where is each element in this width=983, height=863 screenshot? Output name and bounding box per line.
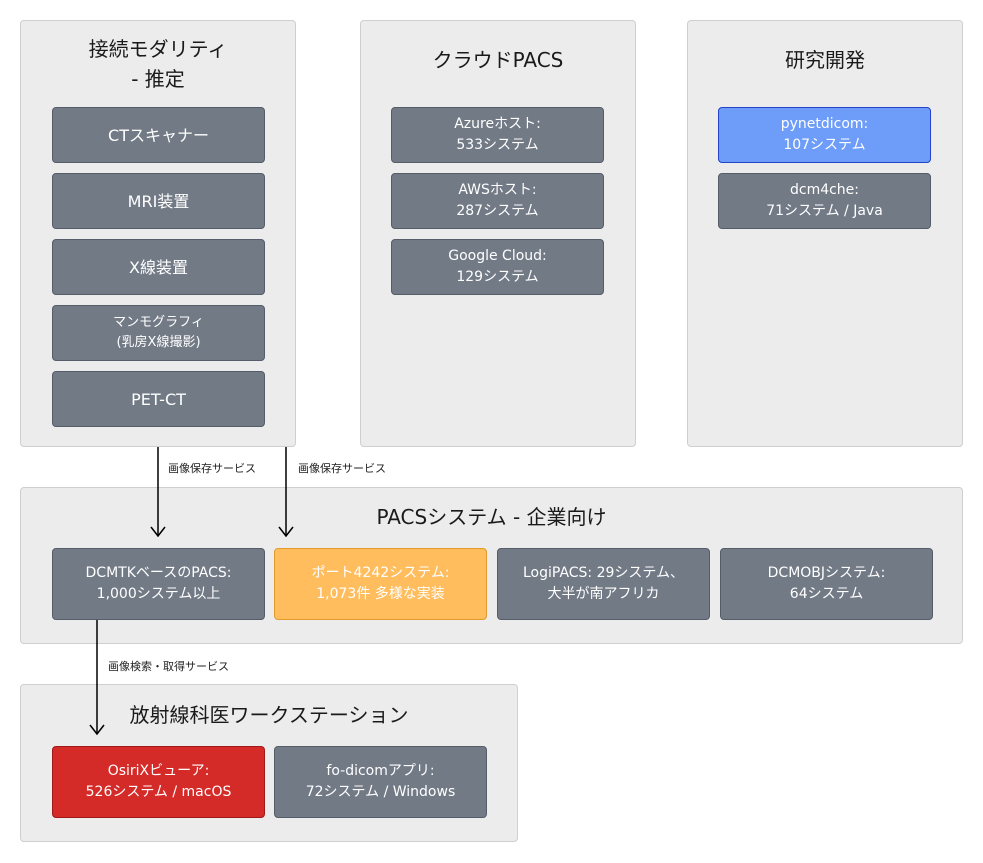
modality-group-title: 接続モダリティ - 推定 [88,37,228,91]
ct-scanner-node: CTスキャナー [52,107,265,163]
azure-node: Azureホスト: 533システム [391,107,604,163]
google-cloud-node: Google Cloud: 129システム [391,239,604,295]
fo-dicom-node: fo-dicomアプリ: 72システム / Windows [274,746,487,818]
research-group-title: 研究開発 [785,48,865,72]
logipacs-node: LogiPACS: 29システム、 大半が南アフリカ [497,548,710,620]
mri-node: MRI装置 [52,173,265,229]
dcmobj-node: DCMOBJシステム: 64システム [720,548,933,620]
port4242-node: ポート4242システム: 1,073件 多様な実装 [274,548,487,620]
xray-node: X線装置 [52,239,265,295]
cloud-pacs-group: クラウドPACS [360,20,636,447]
store-label-2: 画像保存サービス [298,462,386,475]
dcm4che-node: dcm4che: 71システム / Java [718,173,931,229]
research-group: 研究開発 [687,20,963,447]
workstation-group-title: 放射線科医ワークステーション [129,703,409,727]
pet-ct-node: PET-CT [52,371,265,427]
dcmtk-pacs-node: DCMTKベースのPACS: 1,000システム以上 [52,548,265,620]
query-label: 画像検索・取得サービス [108,660,229,673]
cloud-pacs-group-title: クラウドPACS [432,48,564,72]
pynetdicom-node: pynetdicom: 107システム [718,107,931,163]
store-arrow-1 [150,447,166,538]
enterprise-pacs-group-title: PACSシステム - 企業向け [376,505,607,529]
mammography-node: マンモグラフィ (乳房X線撮影) [52,305,265,361]
store-label-1: 画像保存サービス [168,462,256,475]
store-arrow-2 [278,447,294,538]
osirix-node: OsiriXビューア: 526システム / macOS [52,746,265,818]
query-arrow [89,620,105,736]
aws-node: AWSホスト: 287システム [391,173,604,229]
